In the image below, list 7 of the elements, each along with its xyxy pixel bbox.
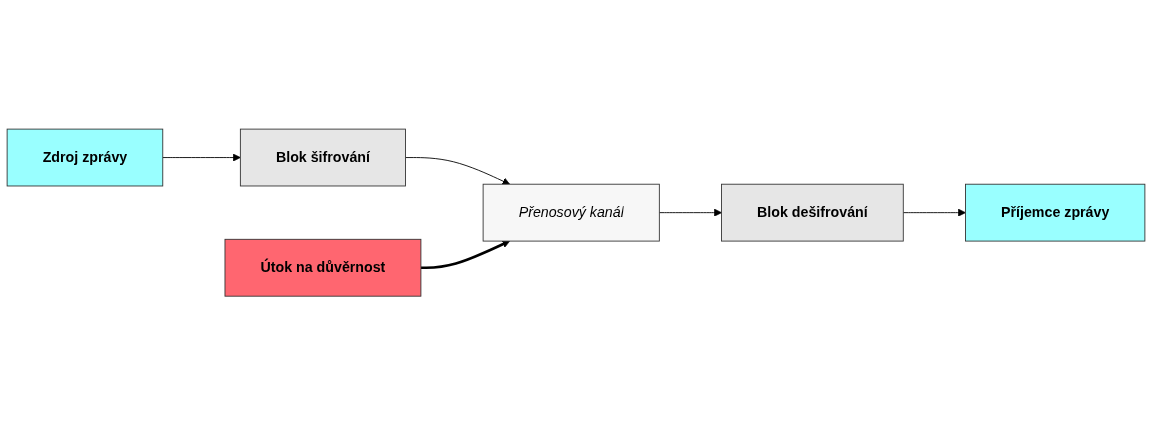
node-box: Příjemce zprávy	[965, 183, 1146, 242]
node-box: Blok šifrování	[239, 128, 406, 187]
node-box: Blok dešifrování	[721, 183, 904, 242]
node-box: Zdroj zprávy	[6, 128, 164, 187]
node-box: Útok na důvěrnost	[224, 238, 422, 297]
arrow	[420, 240, 511, 269]
node-box: Přenosový kanál	[482, 183, 660, 242]
